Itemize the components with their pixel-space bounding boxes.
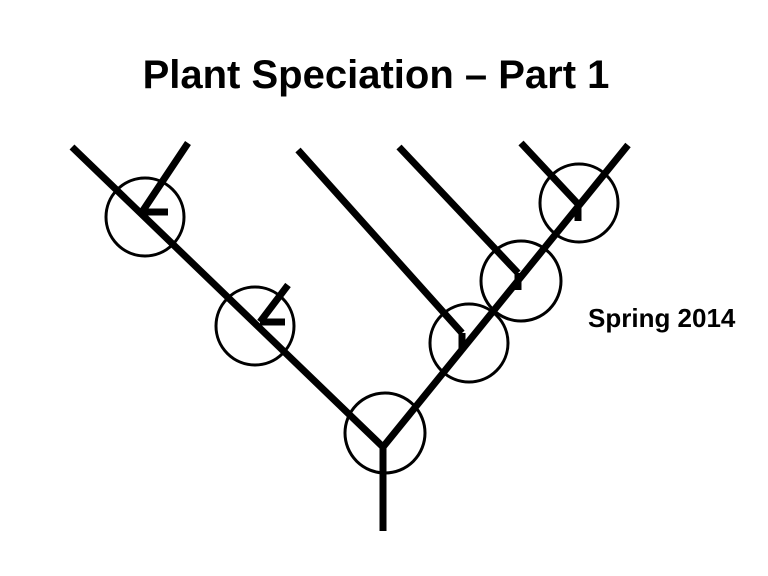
- right-main-branch: [380, 142, 631, 450]
- node-circle-3: [428, 302, 510, 384]
- tip-branch-5: [518, 140, 581, 207]
- node-circle-4: [479, 239, 563, 323]
- slide-title: Plant Speciation – Part 1: [142, 53, 610, 97]
- node-circle-5: [538, 162, 620, 244]
- tip-branch-3: [295, 147, 465, 336]
- slide-caption: Spring 2014: [588, 303, 736, 333]
- node-circle-root: [343, 391, 427, 475]
- node-circle-2: [214, 285, 296, 367]
- tip-branch-4: [396, 144, 521, 276]
- tip-branch-1: [139, 141, 191, 214]
- node-circle-1: [104, 176, 186, 258]
- tip-branch-2: [257, 282, 291, 325]
